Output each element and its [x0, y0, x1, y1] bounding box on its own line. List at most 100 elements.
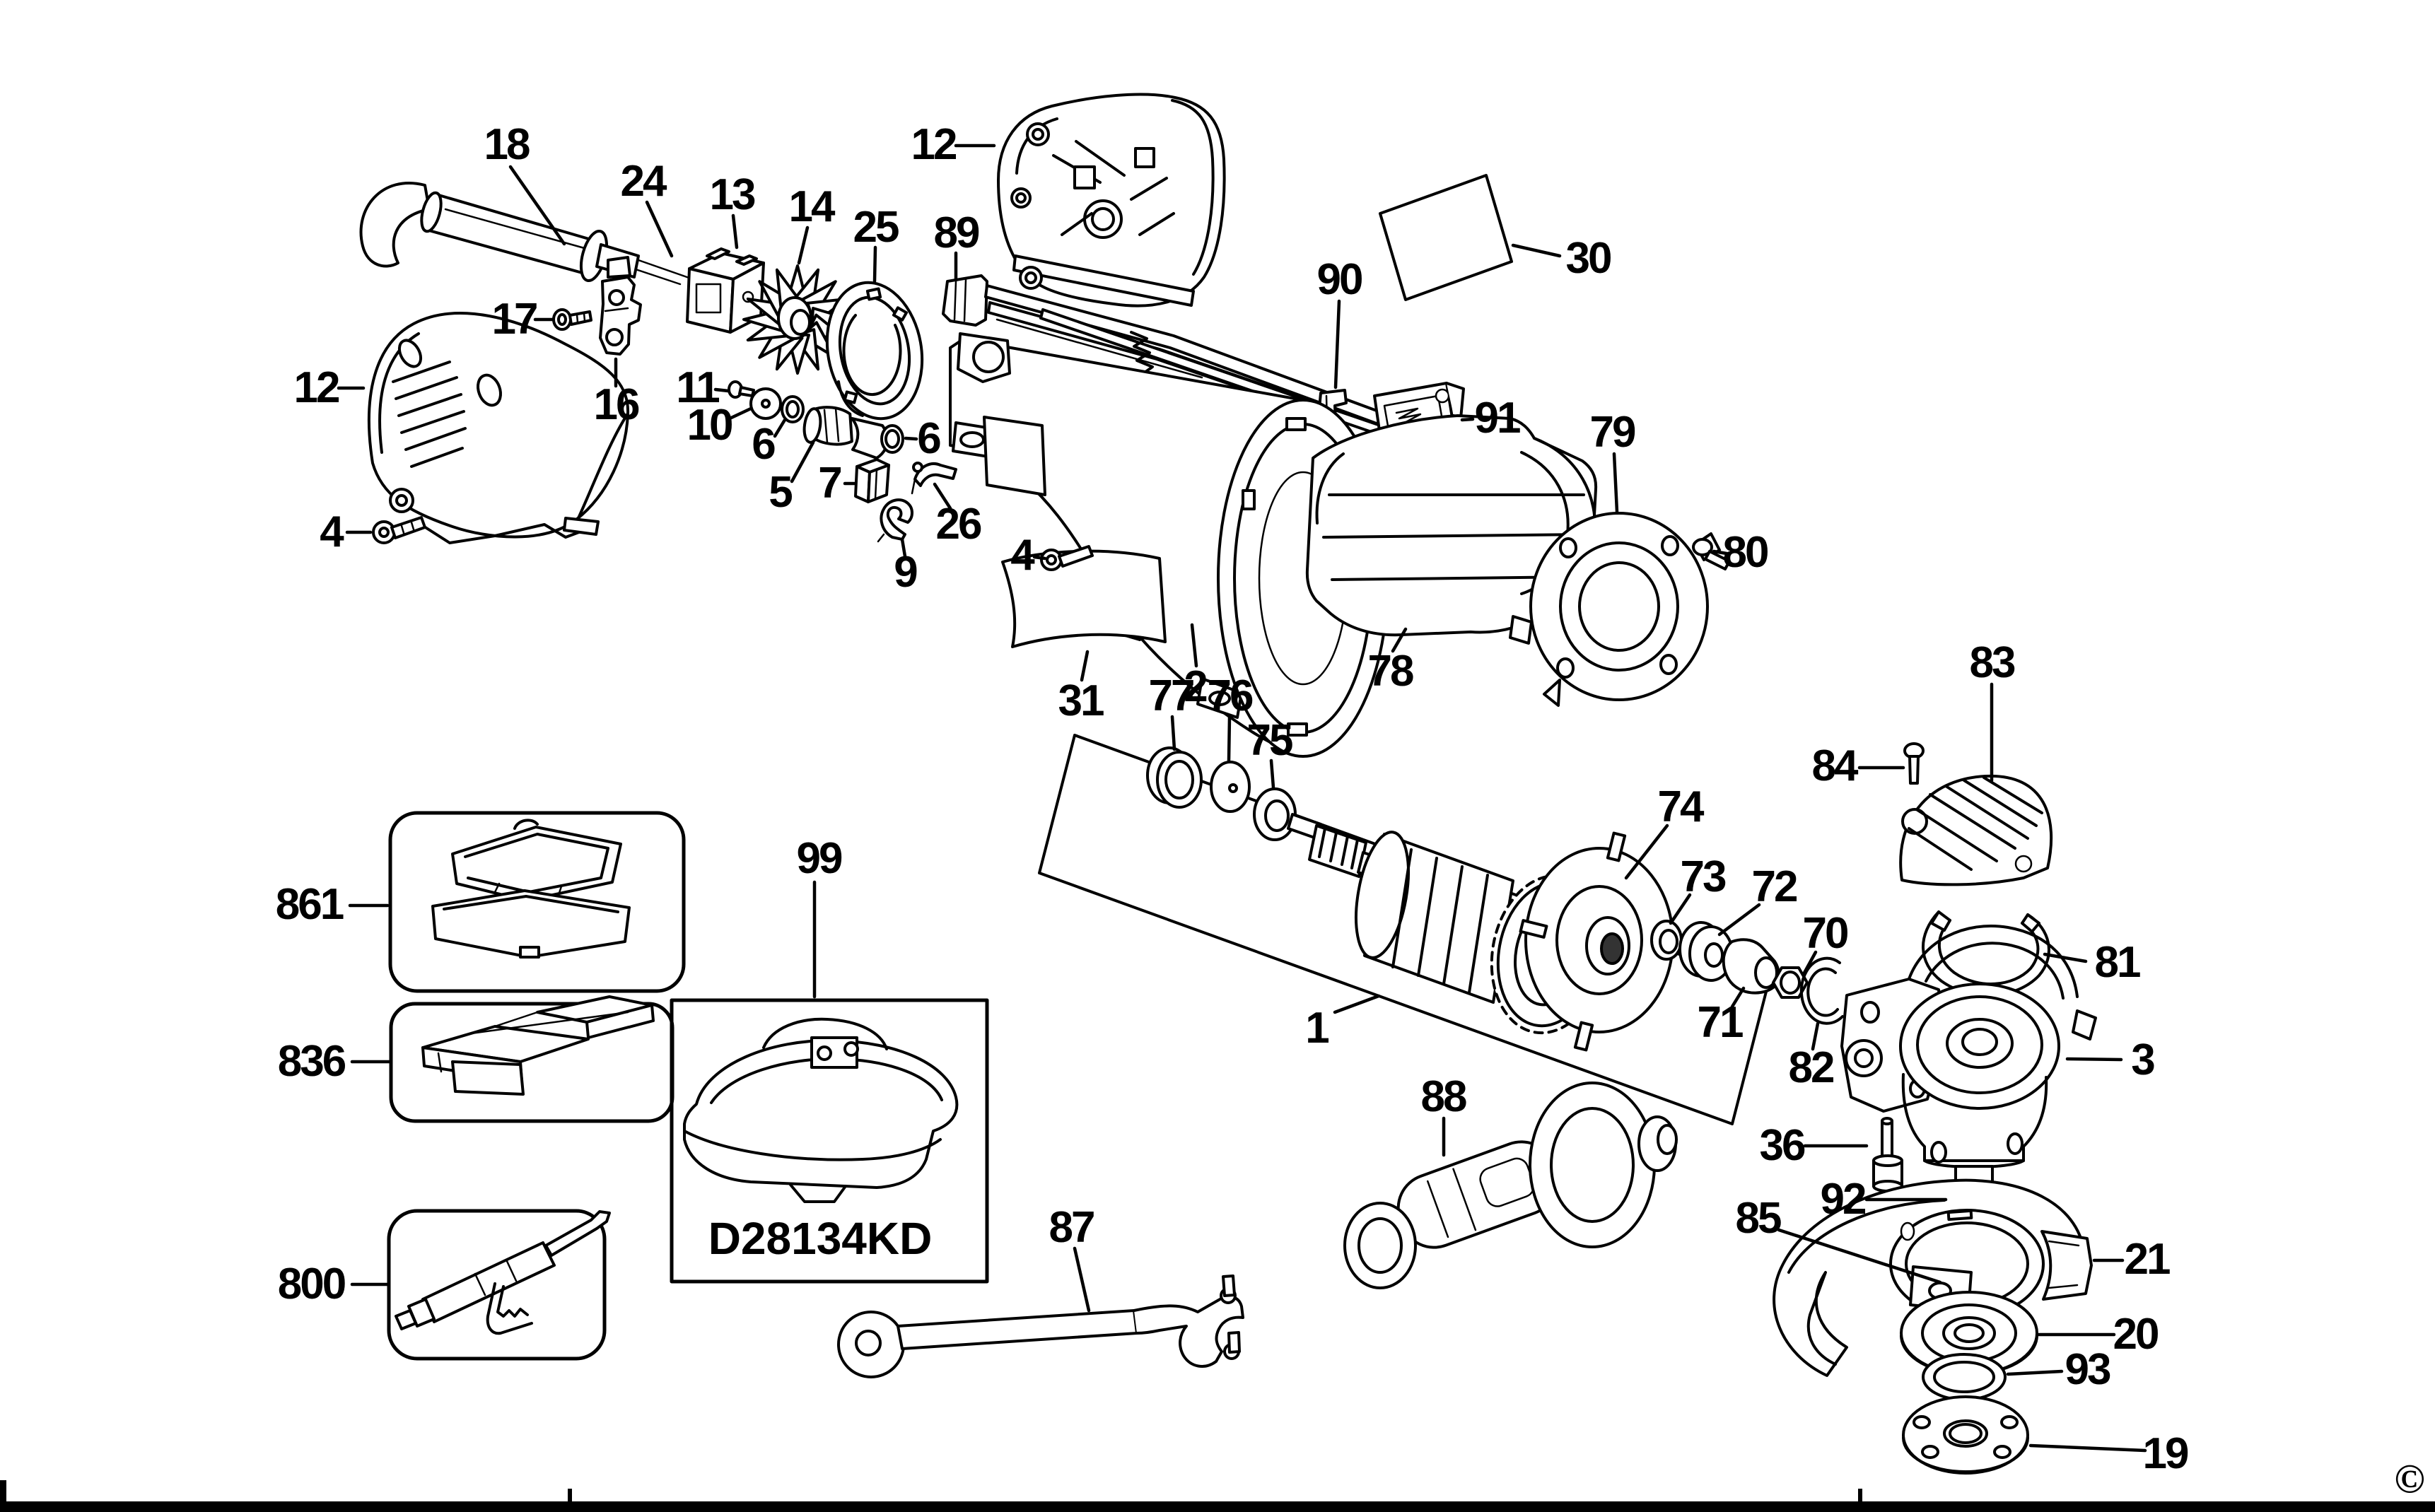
- washer-77-drawing: [1146, 746, 1203, 809]
- part-label-93: 93: [2065, 1345, 2112, 1394]
- page-bottom-rule: [0, 1480, 2435, 1512]
- ring-left-drawing: [781, 395, 805, 423]
- motor-housing-top-drawing: [997, 93, 1390, 438]
- part-label-25: 25: [853, 203, 900, 252]
- part-label-12-left: 12: [293, 363, 341, 412]
- leader-line-82: [1811, 1021, 1820, 1051]
- part-label-800: 800: [277, 1260, 346, 1308]
- part-label-13: 13: [709, 170, 757, 219]
- leader-line-13: [731, 213, 739, 250]
- part-label-6-right: 6: [917, 414, 942, 463]
- part-label-36: 36: [1759, 1121, 1806, 1170]
- fan-drawing: [742, 264, 853, 375]
- side-handle-drawing: [1343, 1082, 1678, 1289]
- leader-line-81: [2043, 952, 2088, 963]
- housing-screw-mid-drawing: [1040, 545, 1094, 571]
- part-label-18: 18: [484, 120, 531, 169]
- part-label-26: 26: [935, 500, 983, 549]
- part-label-82: 82: [1788, 1043, 1835, 1092]
- leader-line-6-right: [904, 436, 918, 441]
- retaining-ring-82-drawing: [1799, 956, 1844, 1025]
- leader-line-2: [1190, 623, 1198, 668]
- part-label-21: 21: [2124, 1235, 2171, 1284]
- part-label-71: 71: [1697, 998, 1744, 1047]
- flange-screw-drawing: [1692, 538, 1731, 570]
- field-case-drawing: [949, 332, 1389, 758]
- guard-kit-box-frame: [670, 998, 989, 1284]
- stator-drawing: [1305, 414, 1598, 637]
- insulation-paper-drawing: [1001, 549, 1167, 648]
- part-label-80: 80: [1722, 528, 1770, 577]
- leader-line-78: [1391, 627, 1408, 653]
- part-label-30: 30: [1565, 234, 1613, 283]
- motor-housing-left-drawing: [368, 312, 630, 544]
- part-label-24: 24: [620, 157, 667, 206]
- part-label-31: 31: [1058, 676, 1105, 725]
- lever-screw-drawing: [552, 308, 592, 331]
- part-label-9: 9: [894, 548, 918, 597]
- switch-drawing: [686, 247, 765, 334]
- leader-line-18: [508, 165, 566, 246]
- part-label-7: 7: [818, 459, 843, 508]
- baffle-drawing: [825, 281, 924, 421]
- part-label-73: 73: [1680, 852, 1727, 901]
- leader-line-26: [933, 482, 952, 510]
- brush-spring-drawing: [911, 462, 957, 495]
- housing-screw-left-drawing: [372, 516, 426, 544]
- washer-disc-drawing: [749, 387, 782, 420]
- part-label-17: 17: [491, 295, 539, 344]
- leader-line-9: [900, 537, 907, 558]
- part-label-72: 72: [1751, 862, 1799, 911]
- part-label-85: 85: [1735, 1194, 1782, 1243]
- leader-line-87: [1073, 1246, 1091, 1313]
- part-label-20: 20: [2113, 1310, 2160, 1359]
- leader-line-31: [1080, 650, 1090, 682]
- blank-label-drawing: [1379, 174, 1513, 301]
- part-label-16: 16: [593, 380, 641, 429]
- gear-case-drawing: [1840, 925, 2097, 1207]
- leader-line-75: [1269, 758, 1275, 790]
- leader-line-10: [726, 406, 753, 421]
- leader-line-3: [2065, 1057, 2123, 1062]
- part-label-12-top: 12: [911, 120, 958, 169]
- part-label-75: 75: [1246, 716, 1294, 765]
- leader-line-85: [1777, 1228, 1942, 1284]
- part-label-99: 99: [796, 834, 843, 883]
- part-label-77: 77: [1148, 672, 1196, 720]
- leader-line-1: [1333, 994, 1381, 1014]
- part-label-19: 19: [2142, 1429, 2190, 1478]
- washer-76-drawing: [1210, 761, 1251, 813]
- part-label-836: 836: [277, 1037, 346, 1086]
- spindle-lock-pin-drawing: [1872, 1117, 1903, 1192]
- part-label-76: 76: [1207, 672, 1254, 720]
- part-label-91: 91: [1474, 394, 1522, 443]
- pin-wrench-drawing: [837, 1274, 1244, 1378]
- bearing-flange-drawing: [1509, 512, 1721, 707]
- part-label-2: 2: [1184, 662, 1208, 711]
- part-label-92: 92: [1820, 1175, 1867, 1224]
- part-label-79: 79: [1589, 408, 1637, 457]
- part-label-74: 74: [1657, 783, 1705, 831]
- leader-line-90: [1333, 299, 1341, 389]
- leader-line-30: [1511, 243, 1562, 258]
- part-label-83: 83: [1969, 638, 2016, 687]
- grease-gun-800-drawing: [395, 1210, 611, 1335]
- leader-line-6-left: [773, 418, 787, 438]
- leader-line-19: [2028, 1443, 2147, 1453]
- bearing-sleeve-drawing: [802, 406, 889, 459]
- carbon-brush-drawing: [854, 458, 890, 503]
- part-label-78: 78: [1367, 647, 1415, 696]
- part-label-3: 3: [2131, 1036, 2156, 1084]
- leader-line-79: [1612, 452, 1619, 514]
- part-label-88: 88: [1420, 1072, 1468, 1121]
- leader-line-91: [1460, 417, 1475, 422]
- leader-line-71: [1730, 986, 1746, 1009]
- gear-cover-drawing: [1899, 774, 2053, 886]
- cover-screw-drawing: [1903, 742, 1925, 785]
- wire-hook-drawing: [877, 498, 913, 543]
- ring-right-drawing: [880, 424, 904, 454]
- part-label-6-left: 6: [752, 420, 776, 469]
- leader-line-72: [1717, 903, 1761, 937]
- leader-line-76: [1227, 715, 1232, 763]
